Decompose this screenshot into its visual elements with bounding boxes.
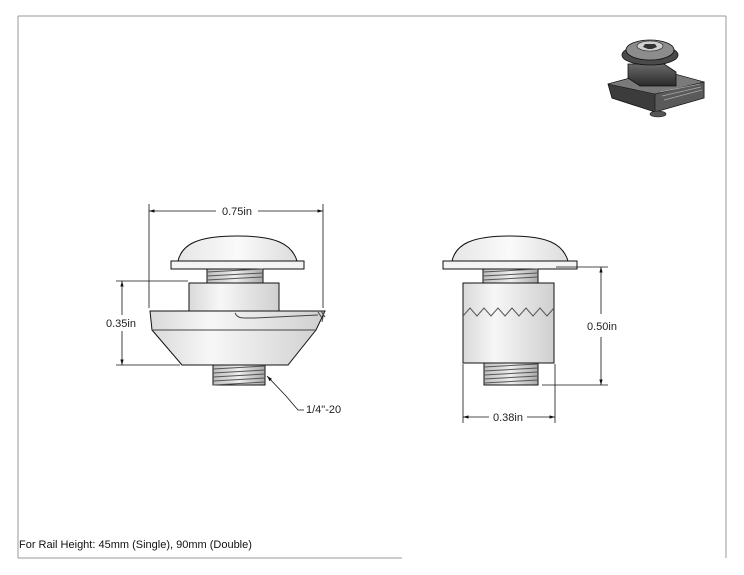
rail-height-note: For Rail Height: 45mm (Single), 90mm (Do… <box>19 539 252 551</box>
side-view-dimensions <box>116 204 324 411</box>
front-view-head <box>451 235 569 262</box>
side-view-flange <box>170 260 305 270</box>
dim-side-width: 0.75in <box>222 206 252 218</box>
front-view-lower-thread <box>483 362 539 386</box>
front-view-dimensions <box>462 266 608 423</box>
side-view-head <box>177 235 298 262</box>
front-view-upper-thread <box>482 268 539 284</box>
side-view <box>149 235 326 386</box>
isometric-preview <box>607 39 706 118</box>
side-view-wedge <box>149 310 326 366</box>
front-view-body <box>462 282 555 364</box>
front-view <box>442 235 578 386</box>
dim-thread: 1/4"-20 <box>306 404 341 416</box>
dim-side-height: 0.35in <box>106 318 136 330</box>
sheet-border <box>17 15 727 559</box>
front-view-flange <box>442 260 578 270</box>
side-view-lower-thread <box>212 364 266 386</box>
front-view-serration <box>462 307 555 317</box>
side-view-nut-block <box>188 282 280 314</box>
dim-front-height: 0.50in <box>587 321 617 333</box>
side-view-upper-thread <box>206 268 264 284</box>
dim-front-width: 0.38in <box>493 412 523 424</box>
